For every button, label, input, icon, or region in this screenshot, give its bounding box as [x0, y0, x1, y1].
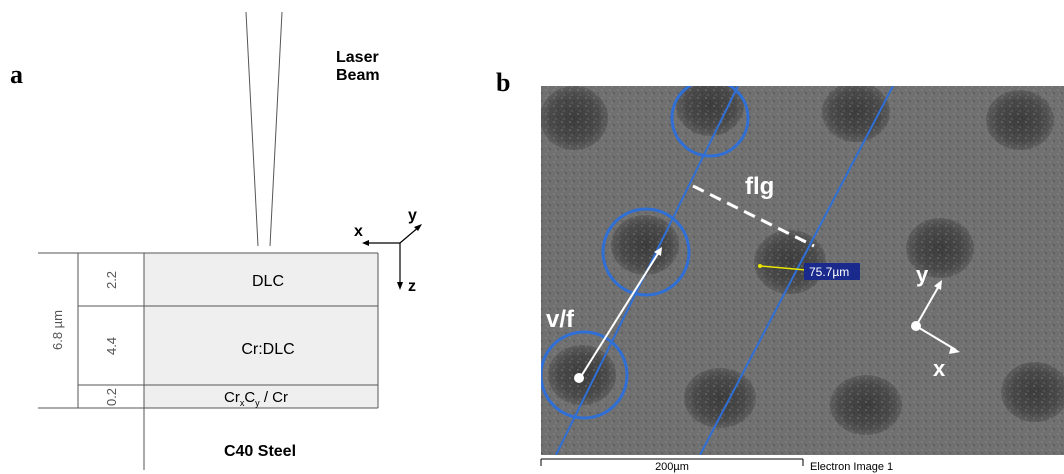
vf-label: v/f [546, 306, 575, 333]
flg-dashed-line [692, 184, 815, 248]
axes-origin [911, 321, 921, 331]
layer-thickness-interlayer: 0.2 [104, 388, 119, 406]
layer-stack [38, 252, 379, 470]
scale-bar-label: 200µm [655, 461, 689, 473]
scale-bar [540, 458, 804, 466]
axis-x-label: x [354, 223, 363, 240]
sem-axis-y-label: y [916, 262, 929, 287]
substrate-label: C40 Steel [224, 443, 296, 460]
image-caption: Electron Image 1 [810, 461, 893, 473]
coordinate-axes [362, 224, 422, 290]
spot-circles [541, 86, 750, 420]
track-line-2 [699, 86, 894, 455]
sem-axis-x-label: x [933, 356, 946, 381]
laser-label-line2: Beam [336, 67, 380, 84]
layer-stack-diagram: Laser Beam x y z 6.8 µm 2.2 4.4 0.2 DLC … [38, 11, 422, 470]
axis-y-label: y [408, 207, 417, 224]
measure-label: 75.7µm [809, 265, 849, 279]
layer-thickness-dlc: 2.2 [104, 271, 119, 289]
panel-a-label: a [10, 60, 23, 89]
flg-label: flg [745, 173, 774, 200]
layer-name-interlayer: CrxCy / Cr [224, 389, 288, 408]
sem-micrograph [541, 86, 1064, 455]
vf-arrow [579, 251, 660, 379]
laser-beam [245, 11, 283, 247]
axis-z-label: z [408, 278, 416, 295]
laser-label-line1: Laser [336, 49, 379, 66]
layer-name-crdlc: Cr:DLC [241, 341, 294, 358]
panel-b-label: b [496, 68, 511, 97]
layer-thickness-crdlc: 4.4 [104, 337, 119, 355]
measure-box [804, 263, 860, 280]
layer-name-dlc: DLC [252, 273, 284, 290]
measure-line [759, 265, 807, 271]
total-thickness-label: 6.8 µm [50, 310, 65, 350]
